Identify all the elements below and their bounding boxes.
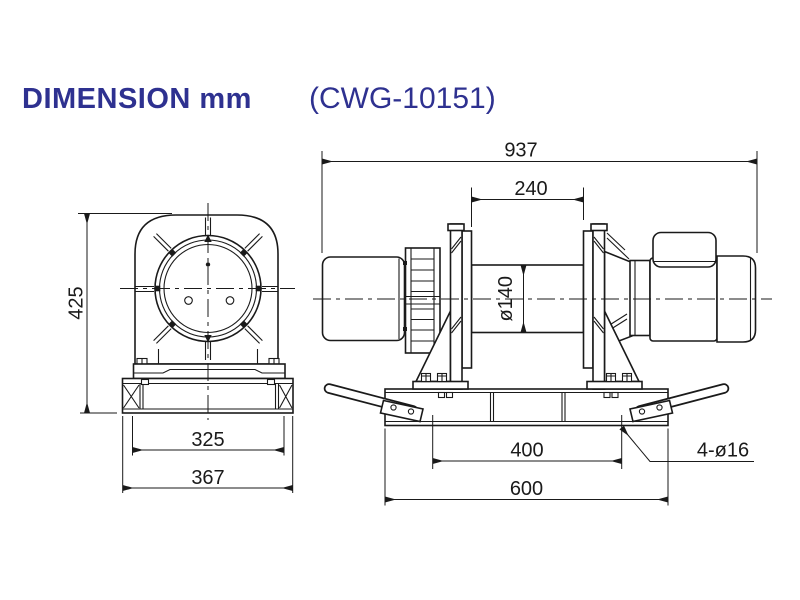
dim-text-mounting-holes: 4-ø16 <box>697 440 749 462</box>
dim-overall-length-937: 937 <box>321 140 758 253</box>
anchor-handle-right <box>629 383 730 423</box>
radial-ribs <box>135 217 278 360</box>
mounting-plate <box>132 363 286 380</box>
dim-text-drum-length: 240 <box>514 178 547 200</box>
model-number: (CWG-10151) <box>309 82 496 115</box>
dim-text-overall-length: 937 <box>504 140 537 162</box>
dim-text-height: 425 <box>66 286 88 319</box>
motor-adapter <box>629 259 651 337</box>
leader-mounting-holes: 4-ø16 <box>619 425 754 462</box>
dim-base-length-600: 600 <box>384 428 669 506</box>
front-view: 425 325 367 <box>66 213 294 493</box>
housing-leg-lines <box>157 349 259 364</box>
support-stand-right <box>582 223 643 390</box>
dim-base-width-367: 367 <box>122 416 294 493</box>
page-title: DIMENSION mm <box>22 83 252 115</box>
dim-foot-spacing-325: 325 <box>132 416 285 456</box>
dim-text-foot-spacing: 325 <box>191 429 224 451</box>
small-hole-left <box>184 296 193 305</box>
dim-text-base-width: 367 <box>191 467 224 489</box>
center-mark-dot <box>205 262 211 267</box>
small-hole-right <box>225 296 235 305</box>
side-view: 937 240 ø140 400 600 4-ø16 <box>321 140 758 506</box>
centerlines <box>120 203 772 420</box>
mounting-plate-profile <box>133 368 285 374</box>
dim-drum-length-240: 240 <box>471 178 584 227</box>
motor-terminal-box <box>652 231 717 268</box>
dim-height-425: 425 <box>66 213 172 414</box>
anchor-handle-left <box>323 383 424 423</box>
brake-flange <box>403 247 441 354</box>
dim-text-bolt-spacing: 400 <box>510 440 543 462</box>
base-channel-details <box>122 378 293 410</box>
base-frame <box>384 388 669 427</box>
dim-text-base-length: 600 <box>510 478 543 500</box>
dim-bolt-spacing-400: 400 <box>432 415 623 469</box>
